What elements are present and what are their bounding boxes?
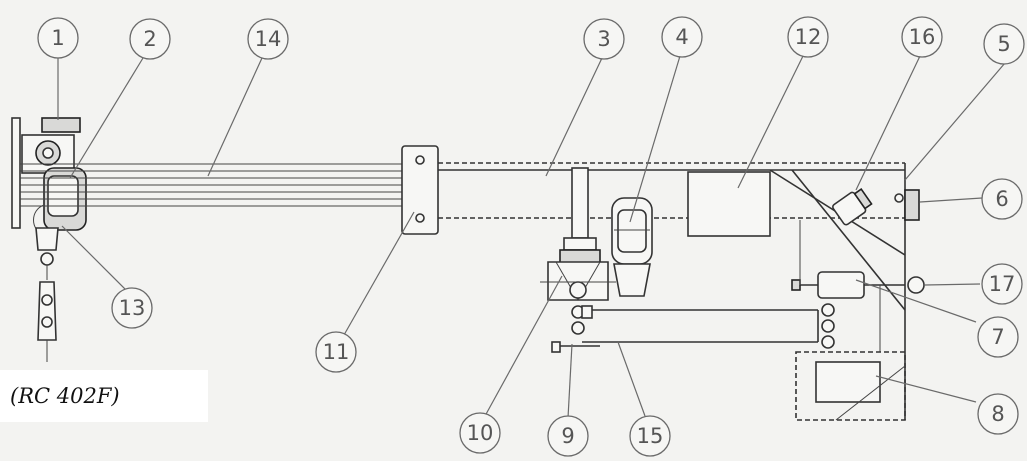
callout-number: 4 (675, 25, 688, 49)
callout-2: 2 (129, 18, 171, 60)
callout-number: 1 (51, 26, 64, 50)
callout-number: 11 (323, 340, 350, 364)
model-label: (RC 402F) (0, 370, 208, 422)
callout-4: 4 (661, 16, 703, 58)
rail-beam (20, 163, 402, 207)
callout-1: 1 (37, 17, 79, 59)
callout-number: 16 (909, 25, 936, 49)
tension-cylinder (791, 220, 925, 352)
hoist-trolley (11, 117, 87, 362)
callout-number: 9 (561, 424, 574, 448)
callout-number: 10 (467, 421, 494, 445)
main-frame (438, 162, 920, 420)
callout-8: 8 (977, 393, 1019, 435)
callout-number: 17 (989, 272, 1016, 296)
callout-number: 14 (255, 27, 282, 51)
callout-number: 2 (143, 27, 156, 51)
callout-7: 7 (977, 316, 1019, 358)
callout-15: 15 (629, 415, 671, 457)
callout-11: 11 (315, 331, 357, 373)
callout-13: 13 (111, 287, 153, 329)
sensor (832, 188, 873, 226)
callout-number: 5 (997, 32, 1010, 56)
motor (611, 197, 653, 297)
drive-unit (540, 167, 616, 353)
model-label-text: (RC 402F) (10, 384, 120, 408)
callout-16: 16 (901, 16, 943, 58)
callout-6: 6 (981, 178, 1023, 220)
callout-number: 6 (995, 187, 1008, 211)
callout-10: 10 (459, 412, 501, 454)
callout-number: 13 (119, 296, 146, 320)
counterweight-box (795, 351, 906, 421)
callout-number: 12 (795, 25, 822, 49)
callout-12: 12 (787, 16, 829, 58)
callout-14: 14 (247, 18, 289, 60)
callout-number: 3 (597, 27, 610, 51)
callout-number: 8 (991, 402, 1004, 426)
callout-17: 17 (981, 263, 1023, 305)
callout-number: 15 (637, 424, 664, 448)
mounting-plate (401, 145, 439, 235)
control-box (687, 171, 771, 237)
callout-number: 7 (991, 325, 1004, 349)
callout-9: 9 (547, 415, 589, 457)
callout-5: 5 (983, 23, 1025, 65)
callout-3: 3 (583, 18, 625, 60)
swing-arm (581, 303, 835, 349)
leader-lines (57, 55, 1006, 419)
